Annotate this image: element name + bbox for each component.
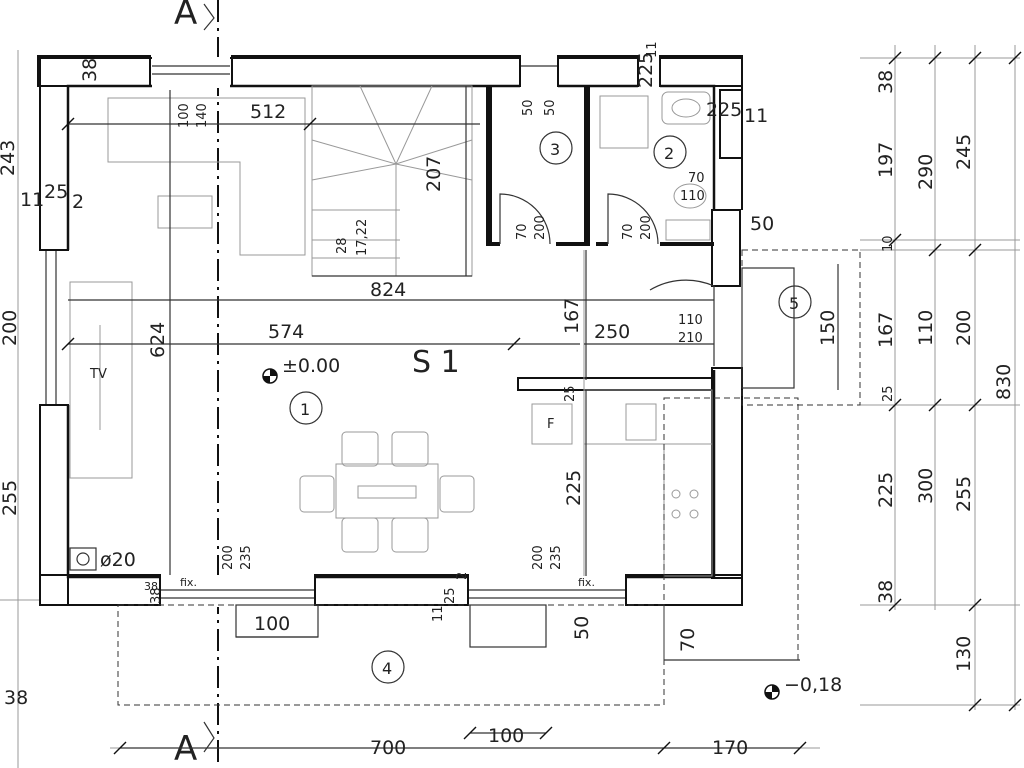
- dim-right-300: 300: [915, 468, 937, 504]
- room-number-1: 1: [300, 400, 310, 419]
- dim-win1-235: 235: [239, 545, 254, 570]
- dim-bottom-25: 25: [443, 587, 458, 604]
- dim-left-2: 2: [72, 191, 84, 213]
- tv-label: TV: [89, 367, 107, 382]
- dim-top-225a: 225: [635, 52, 657, 88]
- dim-left-11: 11: [20, 189, 44, 211]
- dim-50-porch: 50: [750, 213, 774, 235]
- dim-bottom-right-170: 170: [712, 737, 748, 759]
- dim-bottom-2: 2: [455, 572, 470, 580]
- room-number-5: 5: [789, 294, 799, 313]
- dim-top-512: 512: [250, 101, 286, 123]
- stair-tread: 28: [335, 237, 350, 254]
- dim-top-50b: 50: [543, 99, 558, 116]
- dim-wc-110: 110: [680, 189, 705, 204]
- stair-width: 824: [370, 279, 406, 301]
- section-arrow-top: [203, 3, 215, 31]
- dim-bottom-11: 11: [431, 605, 446, 622]
- dim-right-225: 225: [875, 472, 897, 508]
- dim-250: 250: [594, 321, 630, 343]
- room-number-4: 4: [382, 659, 392, 678]
- dim-right-200: 200: [953, 310, 975, 346]
- dim-door1-b: 200: [533, 215, 548, 240]
- dim-win2-235: 235: [549, 545, 564, 570]
- dim-door2-b: 200: [639, 215, 654, 240]
- exterior-walls: [38, 57, 744, 607]
- dim-wc-70: 70: [688, 171, 705, 186]
- dim-overall-700: 700: [370, 737, 406, 759]
- interior-walls: [37, 55, 743, 606]
- porch-outline: [741, 249, 861, 406]
- dim-sill-100: 100: [254, 613, 290, 635]
- dim-167-mid: 167: [561, 298, 583, 334]
- dim-right-290: 290: [915, 154, 937, 190]
- reference-lines: [0, 45, 1020, 768]
- dim-right-38-bottom: 38: [875, 580, 897, 604]
- fixed-window-left: fix.: [180, 576, 197, 589]
- room-tags: 1 2 3 4 5: [289, 131, 812, 684]
- room-number-3: 3: [550, 140, 560, 159]
- level-floor: ±0.00: [282, 355, 340, 377]
- stair-run: 207: [423, 156, 445, 192]
- dim-right-10: 10: [881, 235, 896, 252]
- dim-top-11a: 11: [645, 41, 660, 58]
- dim-right-130: 130: [953, 636, 975, 672]
- dim-top-50a: 50: [521, 99, 536, 116]
- dim-left-200: 200: [0, 310, 21, 346]
- dim-door1-a: 70: [515, 223, 530, 240]
- stair-steps: 17,22: [355, 219, 370, 256]
- dim-door-110: 110: [678, 313, 703, 328]
- dim-door-210: 210: [678, 331, 703, 346]
- dimension-ticks: [61, 51, 1022, 755]
- level-ground: −0,18: [784, 674, 842, 696]
- dim-right-197: 197: [875, 142, 897, 178]
- fridge-label: F: [547, 417, 554, 432]
- drain-label: ø20: [100, 549, 136, 571]
- dim-right-830: 830: [993, 364, 1015, 400]
- room-number-2: 2: [664, 144, 674, 163]
- dim-right-167: 167: [875, 312, 897, 348]
- dim-top-100: 100: [177, 103, 192, 128]
- dim-left-255: 255: [0, 480, 21, 516]
- dim-win1-200: 200: [221, 545, 236, 570]
- dimension-lines: [68, 86, 839, 749]
- dim-top-225b: 225: [706, 99, 742, 121]
- dim-left-243: 243: [0, 140, 19, 176]
- dim-top-11b: 11: [744, 105, 768, 127]
- dim-right-110: 110: [915, 310, 937, 346]
- dim-right-245: 245: [953, 134, 975, 170]
- sheet-label: S 1: [412, 345, 460, 380]
- dim-interior-624: 624: [147, 322, 169, 358]
- dim-win2-200: 200: [531, 545, 546, 570]
- dim-25-kitchen: 25: [563, 385, 578, 402]
- section-arrow-bottom: [203, 721, 215, 753]
- dim-top-38: 38: [79, 58, 101, 82]
- dim-interior-574: 574: [268, 321, 304, 343]
- section-mark-top: A: [174, 0, 197, 33]
- dim-left-25: 25: [44, 181, 68, 203]
- dim-225-kitchen: 225: [563, 470, 585, 506]
- fixed-window-right: fix.: [578, 576, 595, 589]
- dim-top-140: 140: [195, 103, 210, 128]
- dim-right-38-top: 38: [875, 70, 897, 94]
- dim-right-25: 25: [881, 385, 896, 402]
- dim-door2-a: 70: [621, 223, 636, 240]
- dim-bottom-mid-100: 100: [488, 725, 524, 747]
- dim-bottom-70: 70: [677, 628, 699, 652]
- step-outline: [663, 397, 799, 661]
- furniture: [69, 85, 713, 577]
- dim-left-38-bottom: 38: [4, 687, 28, 709]
- dim-left-38-sill: 38: [149, 587, 164, 604]
- dim-right-255: 255: [953, 476, 975, 512]
- dim-porch-150: 150: [817, 310, 839, 346]
- dim-bottom-50: 50: [571, 616, 593, 640]
- door-swings: [499, 193, 715, 366]
- dim-bottom-38: 38: [144, 580, 158, 593]
